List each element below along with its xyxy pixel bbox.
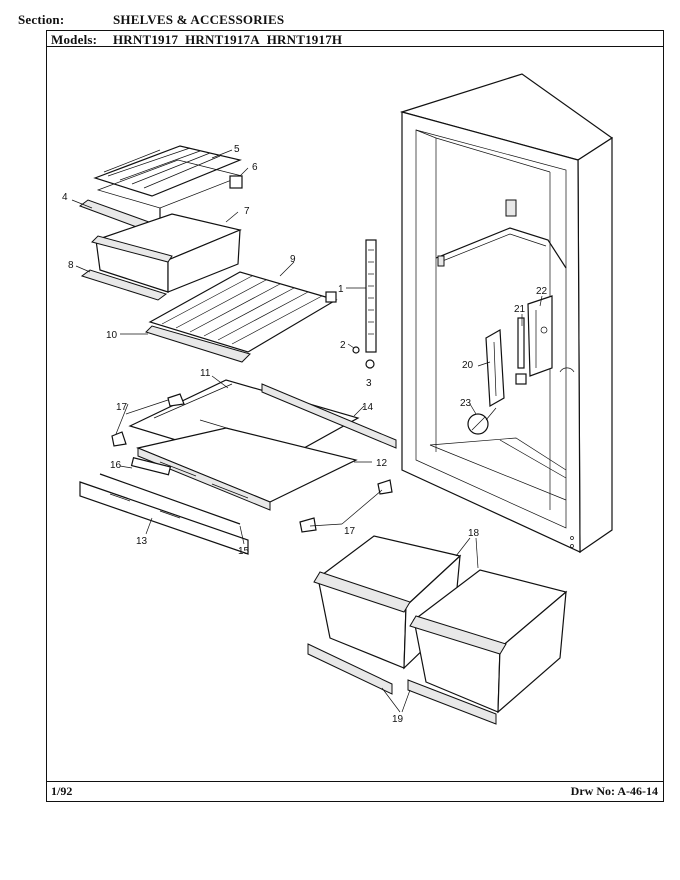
callout-1: 1 <box>338 284 344 295</box>
callout-3: 3 <box>366 378 372 389</box>
shelf-frame-6 <box>96 159 244 222</box>
callout-4: 4 <box>62 192 68 203</box>
models-label: Models: <box>51 32 98 47</box>
drawing-number: Drw No: A-46-14 <box>570 784 658 798</box>
callout-22: 22 <box>536 286 548 297</box>
callout-17-bottom: 17 <box>344 526 356 537</box>
thermostat-housing-22 <box>527 295 553 377</box>
glass-shelf-5 <box>93 145 242 197</box>
callout-16: 16 <box>110 460 122 471</box>
rail-14 <box>261 383 397 449</box>
callout-23: 23 <box>460 398 472 409</box>
clip-2 <box>352 346 360 354</box>
model-1: HRNT1917 <box>113 32 179 47</box>
callout-7: 7 <box>244 206 250 217</box>
section-title: SHELVES & ACCESSORIES <box>113 12 285 27</box>
callout-13: 13 <box>136 536 148 547</box>
wire-shelf-9 <box>148 271 338 353</box>
leader-lines <box>71 149 543 713</box>
shelf-ladder-1 <box>365 239 377 353</box>
trim-strip-15 <box>99 473 241 525</box>
control-bracket-20 <box>485 328 505 408</box>
callout-14: 14 <box>362 402 374 413</box>
callout-10: 10 <box>106 330 118 341</box>
callout-15: 15 <box>238 546 250 557</box>
crisper-trim-8 <box>80 269 168 301</box>
glide-3 <box>365 359 375 369</box>
shelf-trim-10 <box>145 325 251 363</box>
screw-23 <box>467 407 497 435</box>
control-shaft-21 <box>515 317 527 385</box>
callout-20: 20 <box>462 360 474 371</box>
callout-8: 8 <box>68 260 74 271</box>
callout-9: 9 <box>290 254 296 265</box>
header-rule <box>46 46 664 47</box>
callout-18: 18 <box>468 528 480 539</box>
callout-5: 5 <box>234 144 240 155</box>
front-trim-13 <box>79 481 249 555</box>
drawing-frame <box>46 30 664 802</box>
drawer-rail-19b <box>407 679 497 725</box>
drawer-rail-19a <box>307 643 393 695</box>
footer-rule <box>46 781 664 782</box>
refrigerator-cabinet <box>399 73 614 554</box>
callout-17-top: 17 <box>116 402 128 413</box>
callout-labels: 5 6 4 7 8 9 10 1 2 3 11 14 12 17 16 13 1… <box>62 144 548 725</box>
model-3: HRNT1917H <box>266 32 343 47</box>
section-heading: Section: SHELVES & ACCESSORIES <box>18 12 284 28</box>
revision-date: 1/92 <box>51 784 73 798</box>
clip-16 <box>130 457 172 476</box>
section-label: Section: <box>18 12 65 27</box>
callout-19: 19 <box>392 714 404 725</box>
callout-21: 21 <box>514 304 526 315</box>
model-2: HRNT1917A <box>185 32 260 47</box>
shelf-frame-12 <box>136 427 358 511</box>
callout-11: 11 <box>200 368 211 379</box>
crisper-drawer-18b <box>409 569 568 714</box>
models-heading: Models: HRNT1917 HRNT1917A HRNT1917H <box>51 32 342 48</box>
crisper-pan-7 <box>91 213 242 293</box>
callout-2: 2 <box>340 340 346 351</box>
shelf-supports-17 <box>111 393 393 533</box>
callout-6: 6 <box>252 162 258 173</box>
callout-12: 12 <box>376 458 388 469</box>
